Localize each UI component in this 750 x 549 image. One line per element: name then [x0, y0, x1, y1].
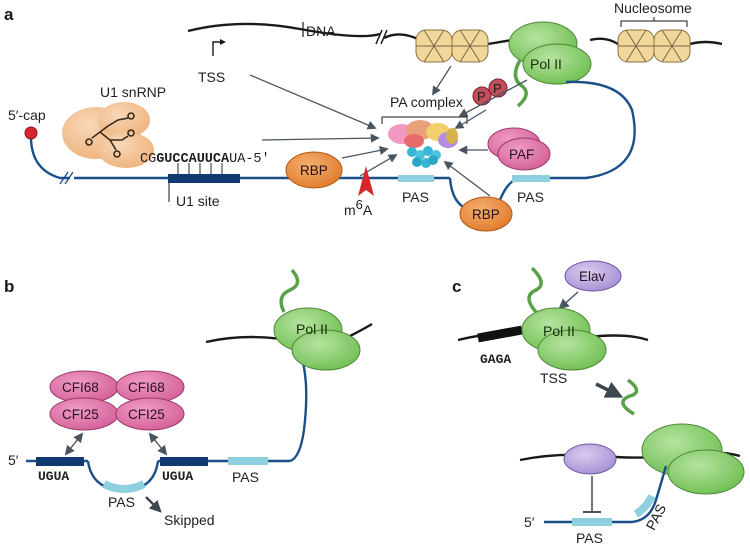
ctd-tail: [513, 59, 528, 108]
gaga-element: [477, 325, 523, 343]
pa-complex: [388, 120, 458, 168]
pas-box: [512, 175, 550, 182]
ctd-tail: [621, 378, 639, 416]
svg-text:P: P: [493, 81, 502, 96]
elav-label: Elav: [579, 269, 606, 284]
pol2-enzyme: Pol II: [273, 307, 361, 371]
dna-break: [375, 29, 383, 45]
ugua-box: [160, 457, 208, 466]
tss-label: TSS: [198, 69, 225, 85]
pas-label-c1: PAS: [576, 530, 603, 546]
u1-snrnp: [62, 102, 154, 168]
phospho-icon: P P: [472, 78, 508, 106]
cfi25-label: CFI25: [128, 407, 165, 422]
pas-box: [572, 518, 612, 526]
panel-label-c: c: [452, 277, 461, 296]
panel-label-a: a: [4, 5, 14, 24]
cfi68-label: CFI68: [62, 380, 99, 395]
pa-complex-label: PA complex: [390, 94, 463, 110]
nucleosome-icon: [617, 29, 691, 63]
pol2-enzyme: Pol II: [508, 21, 592, 85]
cfi25-label: CFI25: [62, 407, 99, 422]
cfi68-label: CFI68: [128, 380, 165, 395]
rna-strand: [540, 80, 636, 180]
dna-strand: [187, 22, 381, 38]
ugua-label: UGUA: [38, 469, 69, 484]
ctd-tail: [279, 268, 300, 313]
rbp-protein: [459, 196, 513, 232]
paf-label: PAF: [509, 147, 534, 162]
pas-box: [228, 457, 268, 465]
pas-box: [398, 175, 434, 182]
cap-label: 5′-cap: [8, 107, 46, 123]
pol2-label-b: Pol II: [296, 321, 328, 337]
u1-sequence: CGGUCCAUUCAUA-5′: [140, 152, 270, 167]
pas-label-2: PAS: [517, 189, 544, 205]
elav-protein: [563, 443, 617, 475]
skipped-label: Skipped: [164, 512, 215, 528]
m6a-label: m6A: [344, 197, 373, 218]
pol2-label-a: Pol II: [530, 56, 562, 72]
pol2-label-c: Pol II: [543, 323, 575, 339]
rbp-label-1: RBP: [300, 163, 328, 178]
pas-label-1: PAS: [402, 189, 429, 205]
pas-box: [633, 494, 656, 518]
rbp-label-2: RBP: [472, 207, 500, 222]
ugua-box: [36, 457, 84, 466]
u1-site-label: U1 site: [176, 193, 220, 209]
u1-site-box: [168, 174, 240, 183]
pol2-enzyme: [641, 423, 745, 495]
ctd-tail: [527, 266, 543, 314]
five-prime-label-c: 5′: [524, 514, 535, 530]
pas-label-skipped: PAS: [108, 494, 135, 510]
pol2-enzyme: Pol II: [521, 307, 607, 371]
dna-strand-2: [383, 33, 421, 42]
pas-label-b: PAS: [232, 469, 259, 485]
paf-complex: PAF: [487, 127, 551, 171]
panel-label-b: b: [4, 277, 14, 296]
gaga-label: GAGA: [480, 352, 511, 367]
u1-snrnp-label: U1 snRNP: [100, 84, 166, 100]
nucleosome-icon: [415, 29, 489, 63]
tss-label-c: TSS: [540, 370, 567, 386]
cfi-complex: CFI68 CFI68 CFI25 CFI25: [49, 370, 185, 431]
elav-protein: Elav: [564, 260, 622, 292]
dna-label: DNA: [306, 23, 336, 39]
pas-box-skipped: [102, 480, 146, 493]
ugua-label: UGUA: [162, 469, 193, 484]
nucleosome-label: Nucleosome: [614, 0, 692, 16]
rbp-protein: [285, 151, 343, 189]
svg-text:P: P: [477, 89, 486, 104]
cap-icon: [24, 126, 38, 140]
five-prime-label-b: 5′: [8, 452, 19, 468]
m6a-marker-icon: [358, 166, 374, 196]
tss-arrow-icon: [212, 41, 224, 56]
